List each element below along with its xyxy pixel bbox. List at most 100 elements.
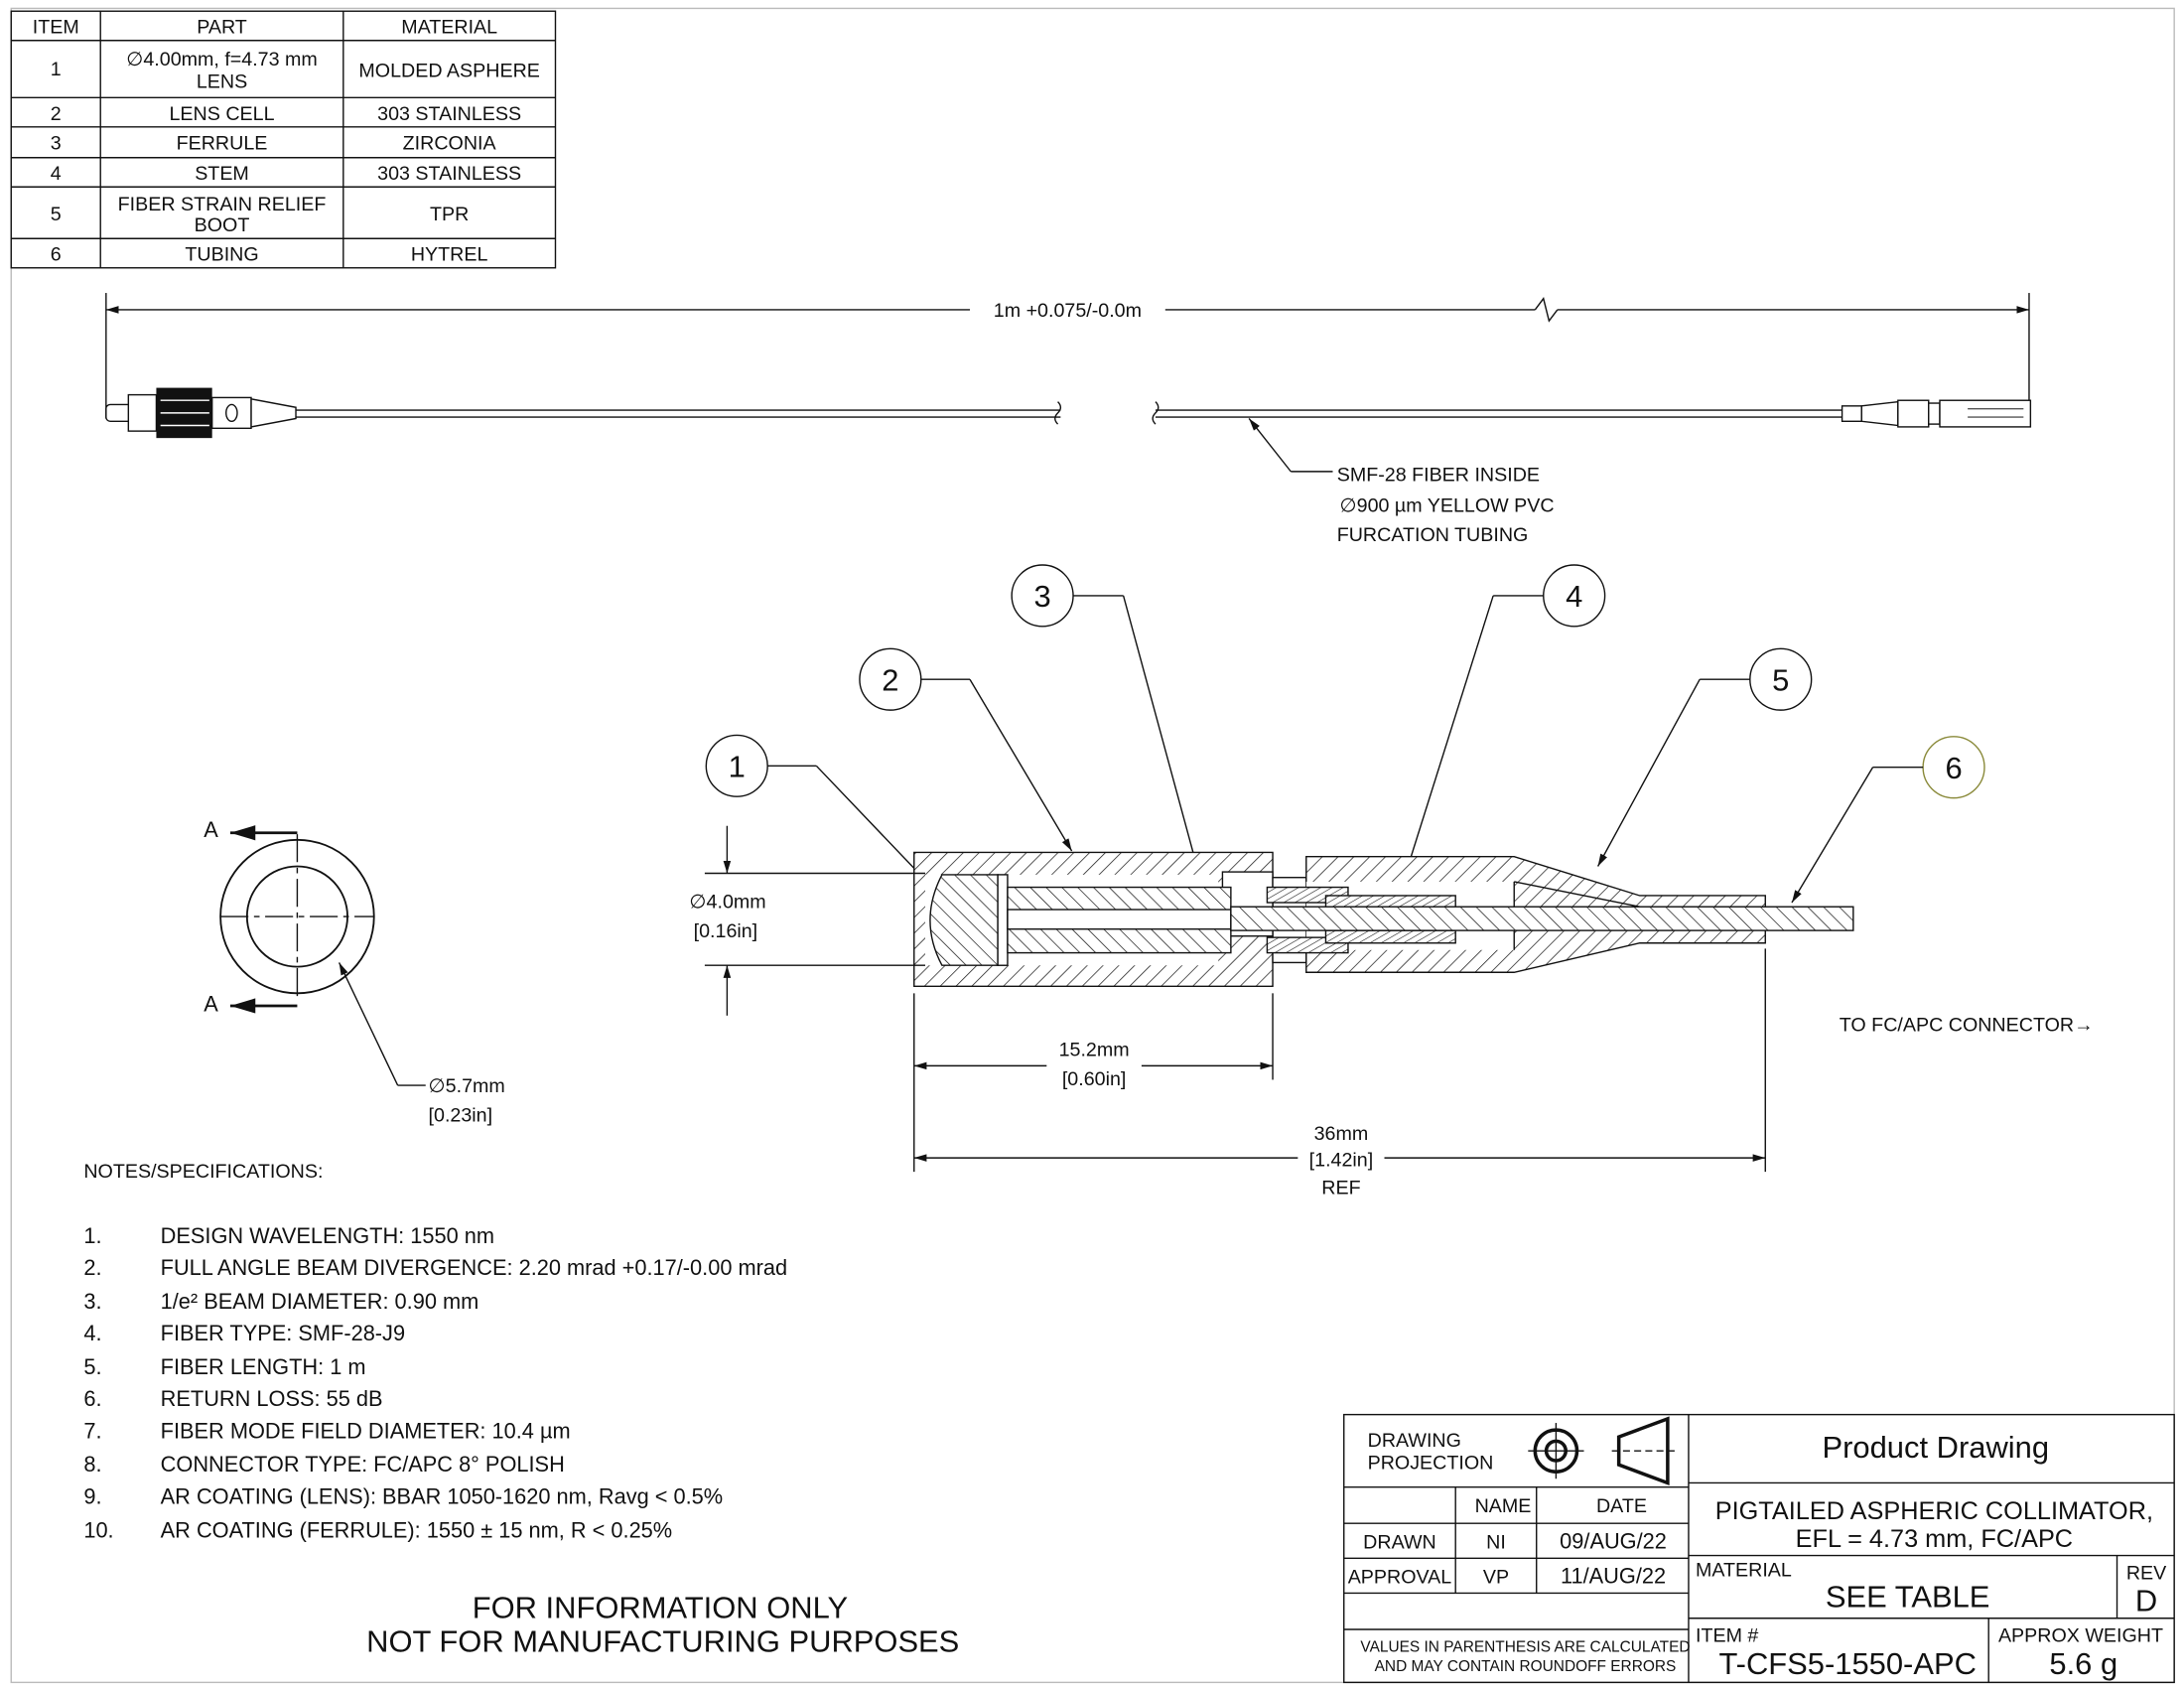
svg-text:1.: 1. <box>83 1223 101 1248</box>
balloon-6: 6 <box>1791 736 1985 904</box>
collimator-overview <box>1841 399 2032 428</box>
total-length-ref: REF <box>1321 1178 1360 1199</box>
section-label-top: A <box>204 817 218 842</box>
svg-text:7.: 7. <box>83 1419 101 1444</box>
svg-text:8.: 8. <box>83 1452 101 1477</box>
table-cell-part: LENS CELL <box>170 103 275 125</box>
section-view: ∅4.0mm [0.16in] 15.2mm [0.60in] 36mm [1.… <box>689 825 2094 1199</box>
table-cell-item: 4 <box>51 163 62 185</box>
third-angle-projection-icon <box>1528 1416 1675 1485</box>
balloons: 1 2 3 4 5 6 <box>705 564 1985 904</box>
description: EFL = 4.73 mm, FC/APC <box>1796 1525 2073 1553</box>
svg-text:6.: 6. <box>83 1386 101 1411</box>
table-cell-part: LENS <box>197 71 247 93</box>
table-cell-material: MOLDED ASPHERE <box>358 60 539 81</box>
approval-name: VP <box>1483 1567 1509 1589</box>
table-cell-part: ∅4.00mm, f=4.73 mm <box>126 49 318 70</box>
material-label: MATERIAL <box>1696 1560 1792 1582</box>
svg-text:9.: 9. <box>83 1484 101 1509</box>
title-block: DRAWING PROJECTION NAME DATE DRAWN NI 09… <box>1343 1413 2175 1684</box>
table-cell-item: 3 <box>51 132 62 154</box>
item-number: T-CFS5-1550-APC <box>1718 1646 1976 1681</box>
projection-label: DRAWING <box>1368 1430 1461 1452</box>
table-cell-item: 2 <box>51 103 62 125</box>
disclaimer: FOR INFORMATION ONLY NOT FOR MANUFACTURI… <box>366 1591 959 1659</box>
fc-apc-connector <box>105 387 297 439</box>
note-item: CONNECTOR TYPE: FC/APC 8° POLISH <box>161 1452 565 1477</box>
svg-text:4.: 4. <box>83 1321 101 1345</box>
drawing-title: Product Drawing <box>1823 1430 2050 1465</box>
svg-text:6: 6 <box>1945 751 1962 785</box>
lens-diameter-dimension: ∅4.0mm <box>689 892 765 914</box>
description: PIGTAILED ASPHERIC COLLIMATOR, <box>1715 1497 2153 1525</box>
weight-value: 5.6 g <box>2049 1646 2117 1681</box>
svg-text:2: 2 <box>882 662 898 697</box>
outer-diameter-dimension-in: [0.23in] <box>429 1105 493 1127</box>
lens-diameter-dimension-in: [0.16in] <box>694 920 758 942</box>
note-item: RETURN LOSS: 55 dB <box>161 1386 383 1411</box>
cell-length-dimension: 15.2mm <box>1059 1040 1130 1061</box>
table-cell-material: 303 STAINLESS <box>377 103 521 125</box>
svg-text:3.: 3. <box>83 1289 101 1314</box>
values-note: VALUES IN PARENTHESIS ARE CALCULATED <box>1360 1638 1690 1655</box>
table-cell-part: STEM <box>195 163 249 185</box>
table-header-material: MATERIAL <box>401 17 497 39</box>
rev-label: REV <box>2126 1562 2167 1584</box>
table-cell-part: BOOT <box>195 214 250 236</box>
note-item: FIBER TYPE: SMF-28-J9 <box>161 1321 405 1345</box>
item-label: ITEM # <box>1696 1625 1758 1647</box>
note-item: FIBER MODE FIELD DIAMETER: 10.4 µm <box>161 1419 571 1444</box>
fiber-note-line1: SMF-28 FIBER INSIDE <box>1337 465 1540 487</box>
fiber-note-line3: FURCATION TUBING <box>1337 524 1529 546</box>
name-header: NAME <box>1475 1495 1532 1517</box>
balloon-1: 1 <box>705 734 933 889</box>
approval-label: APPROVAL <box>1348 1567 1452 1589</box>
drawn-name: NI <box>1486 1532 1506 1554</box>
svg-text:FOR INFORMATION ONLY: FOR INFORMATION ONLY <box>473 1591 848 1625</box>
note-item: AR COATING (FERRULE): 1550 ± 15 nm, R < … <box>161 1517 672 1542</box>
svg-text:2.: 2. <box>83 1255 101 1280</box>
table-cell-part: TUBING <box>185 244 258 266</box>
table-cell-item: 1 <box>51 59 62 80</box>
approval-date: 11/AUG/22 <box>1561 1564 1666 1589</box>
connector-note: TO FC/APC CONNECTOR→ <box>1840 1014 2094 1036</box>
end-view: A A ∅5.7mm [0.23in] <box>204 817 505 1127</box>
note-item: DESIGN WAVELENGTH: 1550 nm <box>161 1223 494 1248</box>
note-item: 1/e² BEAM DIAMETER: 0.90 mm <box>161 1289 479 1314</box>
outer-diameter-dimension: ∅5.7mm <box>429 1075 505 1097</box>
svg-text:10.: 10. <box>83 1517 113 1542</box>
balloon-5: 5 <box>1596 647 1813 867</box>
balloon-3: 3 <box>1011 564 1204 890</box>
svg-text:3: 3 <box>1033 579 1050 614</box>
total-length-dimension-in: [1.42in] <box>1309 1150 1374 1172</box>
weight-label: APPROX WEIGHT <box>1998 1625 2163 1647</box>
table-cell-material: 303 STAINLESS <box>377 163 521 185</box>
parts-table: ITEM PART MATERIAL 1 ∅4.00mm, f=4.73 mm … <box>10 10 557 269</box>
sheet-border <box>10 7 2175 1684</box>
fiber-note-line2: ∅900 µm YELLOW PVC <box>1340 495 1555 517</box>
total-length-dimension: 36mm <box>1314 1123 1369 1145</box>
table-cell-material: ZIRCONIA <box>403 132 497 154</box>
svg-text:1: 1 <box>729 750 746 784</box>
drawn-date: 09/AUG/22 <box>1560 1529 1667 1554</box>
values-note: AND MAY CONTAIN ROUNDOFF ERRORS <box>1375 1658 1677 1675</box>
table-header-part: PART <box>197 17 247 39</box>
table-header-item: ITEM <box>33 17 79 39</box>
svg-text:4: 4 <box>1566 579 1582 614</box>
overall-view: 1m +0.075/-0.0m SMF-28 <box>105 293 2032 546</box>
svg-text:NOT FOR MANUFACTURING PURPOSES: NOT FOR MANUFACTURING PURPOSES <box>366 1623 959 1658</box>
notes-heading: NOTES/SPECIFICATIONS: <box>83 1161 323 1183</box>
table-cell-item: 5 <box>51 204 62 225</box>
date-header: DATE <box>1596 1495 1647 1517</box>
svg-text:5.: 5. <box>83 1354 101 1379</box>
table-cell-part: FERRULE <box>177 132 268 154</box>
note-item: FULL ANGLE BEAM DIVERGENCE: 2.20 mrad +0… <box>161 1255 787 1280</box>
drawn-label: DRAWN <box>1363 1532 1436 1554</box>
notes: NOTES/SPECIFICATIONS: 1. DESIGN WAVELENGT… <box>83 1161 787 1542</box>
rev-value: D <box>2135 1584 2157 1618</box>
balloon-2: 2 <box>859 647 1073 852</box>
material-value: SEE TABLE <box>1826 1580 1990 1615</box>
note-item: FIBER LENGTH: 1 m <box>161 1354 366 1379</box>
note-item: AR COATING (LENS): BBAR 1050-1620 nm, Ra… <box>161 1484 724 1509</box>
overall-length-dimension: 1m +0.075/-0.0m <box>994 300 1142 322</box>
